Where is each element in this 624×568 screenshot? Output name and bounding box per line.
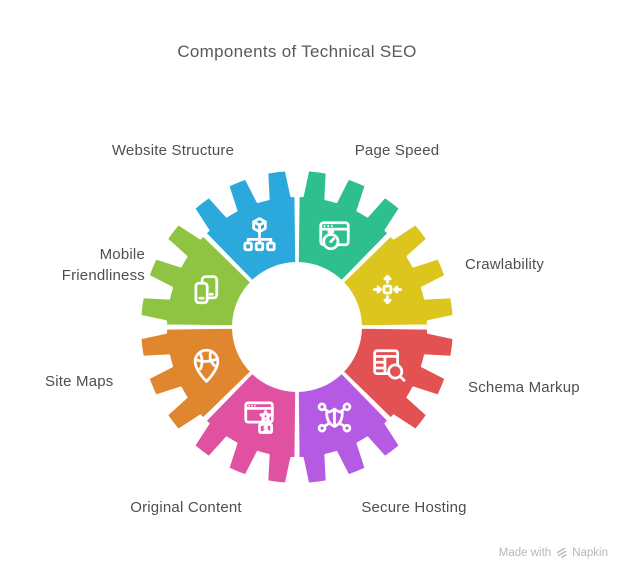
segment-label-site-maps: Site Maps (45, 373, 114, 390)
gear-segment-crawlability (341, 223, 455, 328)
segment-label-schema-markup: Schema Markup (468, 379, 580, 396)
napkin-logo-icon (556, 547, 567, 558)
watermark-prefix: Made with (498, 546, 552, 559)
segment-label-original-content: Original Content (130, 499, 242, 516)
gear-segment-mobile-friendliness (139, 223, 253, 328)
gear-segment-site-maps (139, 326, 253, 431)
page-title: Components of Technical SEO (177, 42, 417, 61)
gear-segment-website-structure (193, 169, 298, 283)
watermark-brand: Napkin (572, 546, 608, 559)
segment-label-page-speed: Page Speed (354, 142, 440, 159)
gear-segment-original-content (193, 371, 298, 485)
napkin-watermark[interactable]: Made with Napkin (499, 546, 608, 559)
segment-label-mobile-friendliness: Mobile Friendliness (61, 246, 145, 284)
segment-label-website-structure: Website Structure (111, 142, 235, 159)
segment-label-secure-hosting: Secure Hosting (361, 499, 467, 516)
segment-label-crawlability: Crawlability (465, 256, 545, 273)
